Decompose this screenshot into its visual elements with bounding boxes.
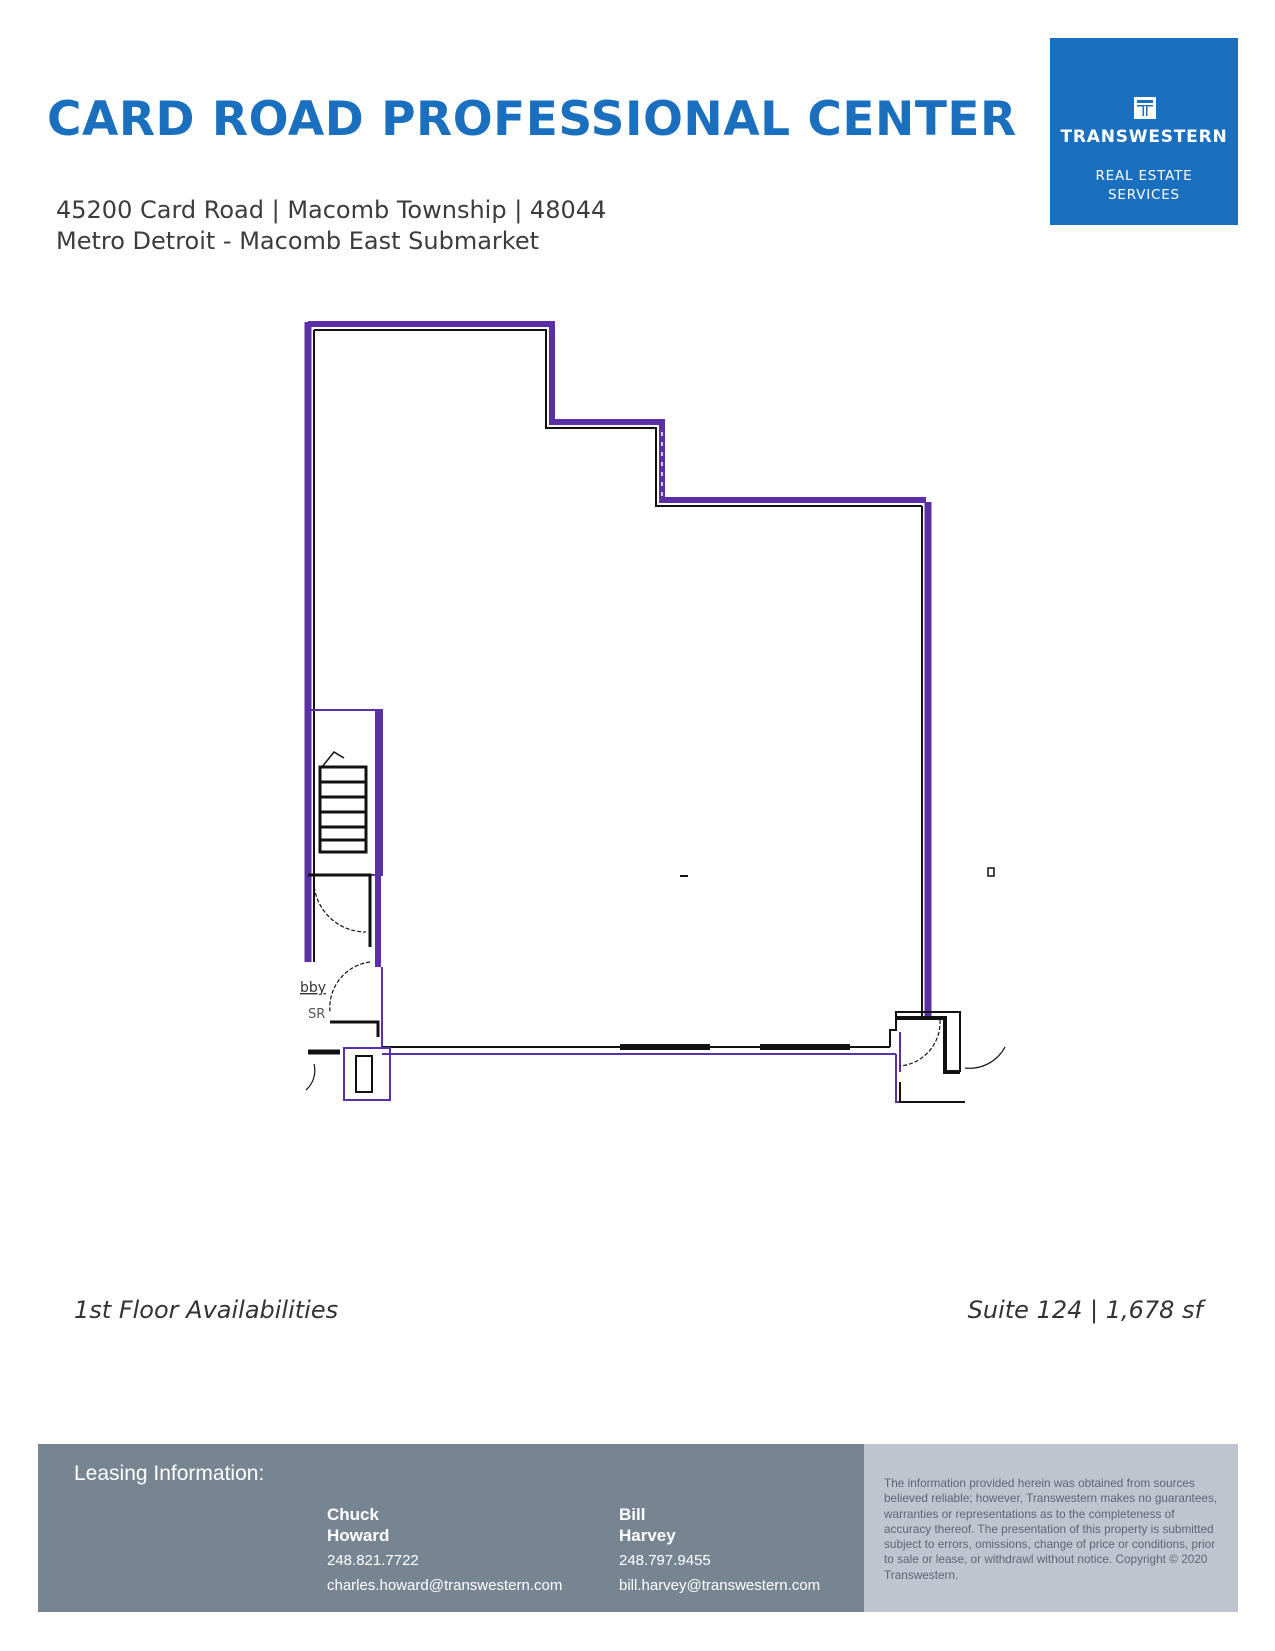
contact-card: Bill Harvey 248.797.9455 bill.harvey@tra… <box>619 1504 820 1594</box>
contact-last-name: Howard <box>327 1526 390 1545</box>
contact-email[interactable]: charles.howard@transwestern.com <box>327 1577 563 1594</box>
contact-last-name: Harvey <box>619 1526 676 1545</box>
transwestern-logo: TRANSWESTERN REAL ESTATE SERVICES <box>1050 38 1238 225</box>
leasing-info-panel: Leasing Information: Chuck Howard 248.82… <box>38 1444 864 1612</box>
floor-availability-label: 1st Floor Availabilities <box>74 1296 339 1324</box>
contact-phone[interactable]: 248.797.9455 <box>619 1552 711 1569</box>
contact-card: Chuck Howard 248.821.7722 charles.howard… <box>327 1504 562 1594</box>
disclaimer-text: The information provided herein was obta… <box>884 1476 1218 1582</box>
logo-brand: TRANSWESTERN <box>1060 127 1228 147</box>
contact-email[interactable]: bill.harvey@transwestern.com <box>619 1577 821 1594</box>
logo-sub-line1: REAL ESTATE <box>1095 168 1193 184</box>
suite-size-label: Suite 124 | 1,678 sf <box>967 1296 1203 1324</box>
stair-label: SR <box>308 1007 325 1022</box>
address-line: 45200 Card Road | Macomb Township | 4804… <box>56 196 607 224</box>
floor-plan: bby SR <box>300 312 1020 1172</box>
contact-first-name: Chuck <box>327 1505 379 1524</box>
floor-plan-drawing: bby SR <box>300 321 1006 1103</box>
disclaimer-panel: The information provided herein was obta… <box>864 1444 1238 1612</box>
submarket-line: Metro Detroit - Macomb East Submarket <box>56 227 540 255</box>
contact-first-name: Bill <box>619 1505 646 1524</box>
logo-sub-line2: SERVICES <box>1108 187 1180 203</box>
lobby-label: bby <box>300 980 326 996</box>
leasing-heading: Leasing Information: <box>74 1462 265 1485</box>
page-title: CARD ROAD PROFESSIONAL CENTER <box>47 92 1017 147</box>
logo-subtitle: REAL ESTATE SERVICES <box>1050 167 1238 205</box>
transwestern-t-icon <box>1134 97 1156 119</box>
contact-phone[interactable]: 248.821.7722 <box>327 1552 419 1569</box>
